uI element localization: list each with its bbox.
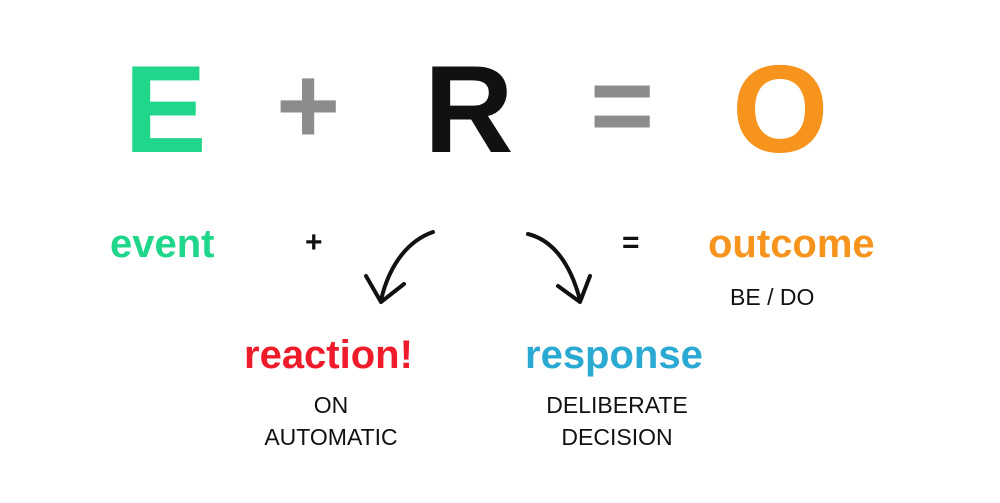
curved-arrow-down-left-icon bbox=[364, 230, 435, 304]
equation-equals: = bbox=[590, 44, 654, 167]
middle-equals: = bbox=[622, 226, 640, 259]
reaction-label: reaction! bbox=[244, 333, 413, 377]
event-label: event bbox=[110, 222, 215, 266]
curved-arrow-down-right-icon bbox=[526, 232, 592, 304]
equation-plus: + bbox=[276, 44, 340, 167]
outcome-label: outcome bbox=[708, 222, 875, 266]
equation-letter-e: E bbox=[124, 41, 207, 179]
reaction-subtitle-line-2: AUTOMATIC bbox=[264, 424, 398, 450]
reaction-subtitle-line-1: ON bbox=[313, 392, 349, 418]
response-subtitle-line-1: DELIBERATE bbox=[546, 392, 688, 418]
response-subtitle-line-2: DECISION bbox=[561, 424, 673, 450]
outcome-subtitle: BE / DO bbox=[730, 284, 815, 310]
response-label: response bbox=[525, 333, 703, 377]
equation-letter-r: R bbox=[424, 41, 514, 179]
middle-plus: + bbox=[305, 226, 323, 259]
equation-letter-o: O bbox=[732, 41, 828, 179]
